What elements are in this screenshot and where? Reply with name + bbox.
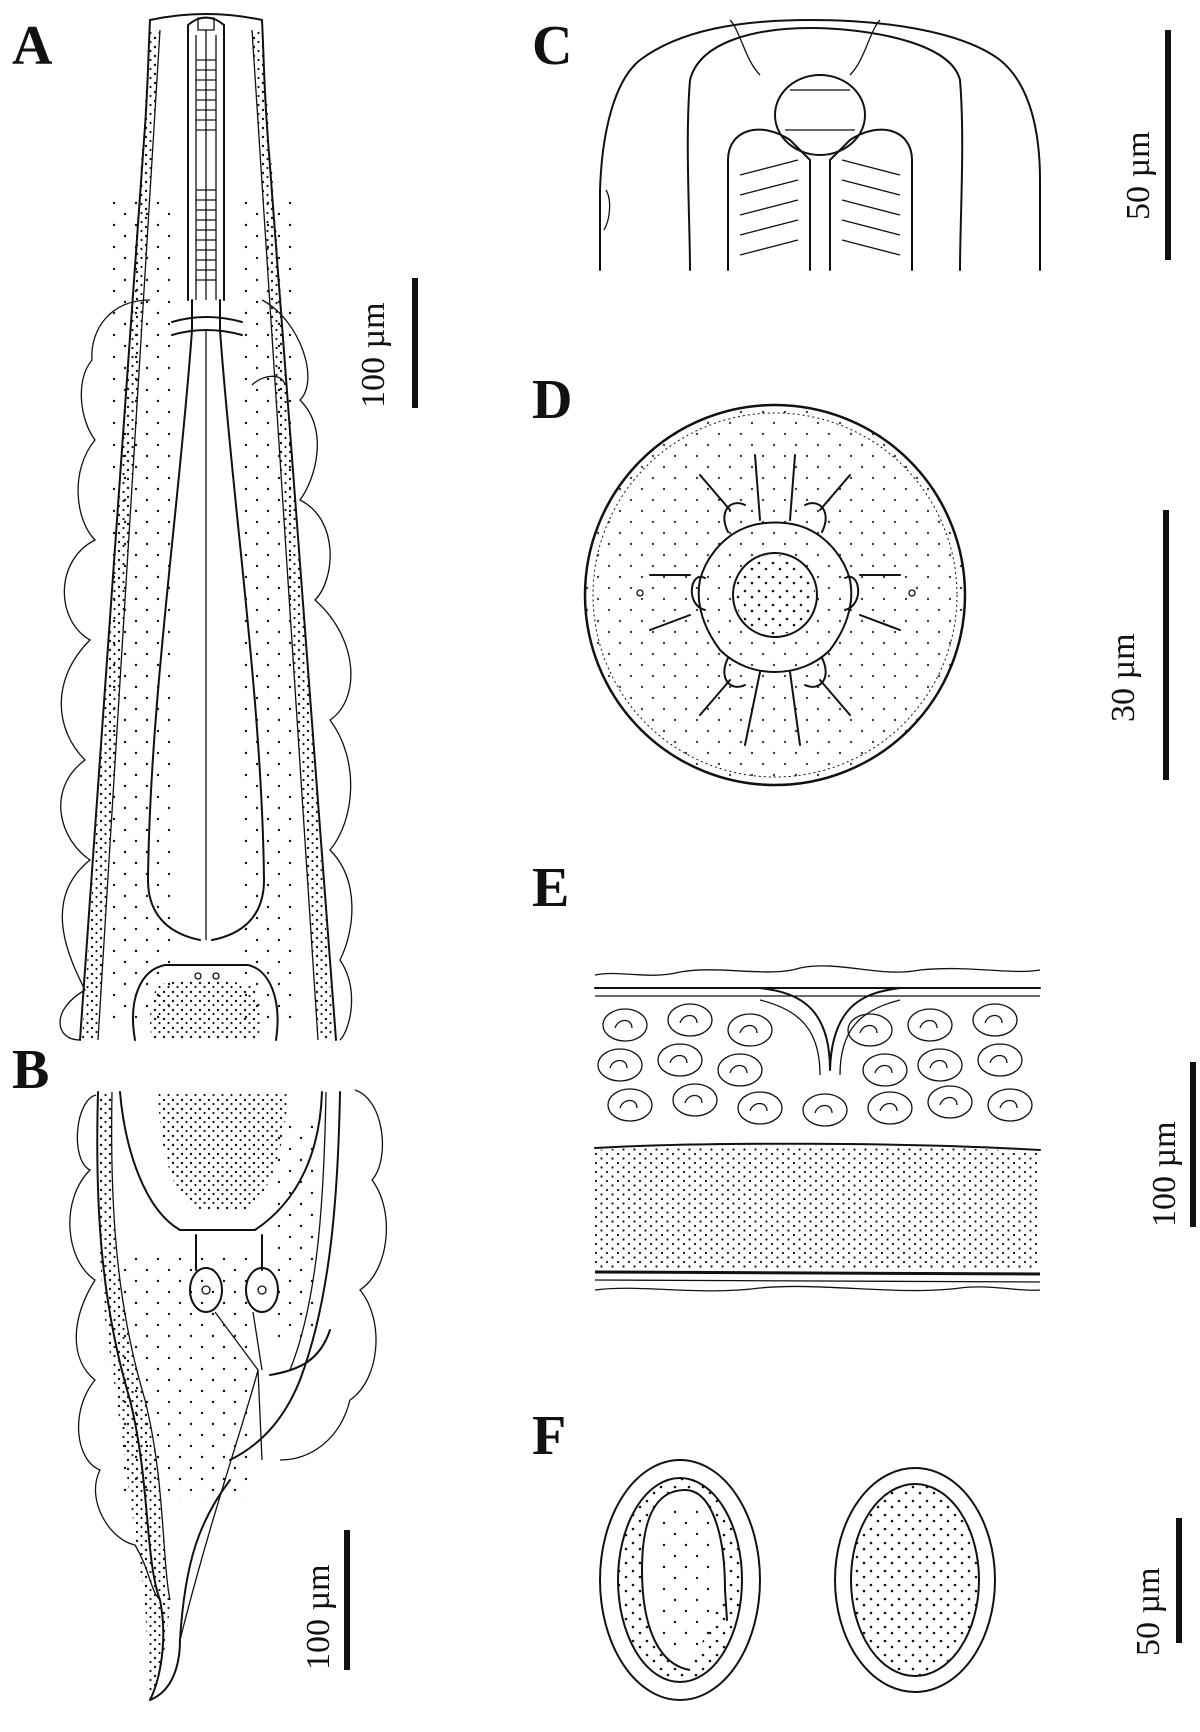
panel-e-eggs: [597, 1003, 1033, 1127]
panel-label-a: A: [12, 15, 53, 77]
scale-label-e: 100 µm: [1146, 1121, 1183, 1227]
scale-label-a: 100 µm: [355, 302, 392, 408]
panel-label-c: C: [532, 15, 573, 77]
scale-label-c: 50 µm: [1120, 131, 1157, 220]
panel-e-drawing: [594, 965, 1041, 1292]
panel-f-drawing: [599, 1459, 996, 1701]
scale-label-b: 100 µm: [300, 1564, 337, 1670]
panel-a-drawing: [59, 13, 353, 1041]
panel-b-drawing: [69, 1089, 388, 1701]
scale-label-f: 50 µm: [1130, 1567, 1167, 1656]
panel-label-e: E: [532, 857, 570, 919]
panel-label-b: B: [12, 1039, 50, 1101]
panel-label-f: F: [532, 1405, 567, 1467]
panel-c-drawing: [599, 19, 1041, 271]
panel-label-d: D: [532, 369, 573, 431]
panel-d-drawing: [583, 403, 967, 787]
scale-label-d: 30 µm: [1105, 633, 1142, 722]
